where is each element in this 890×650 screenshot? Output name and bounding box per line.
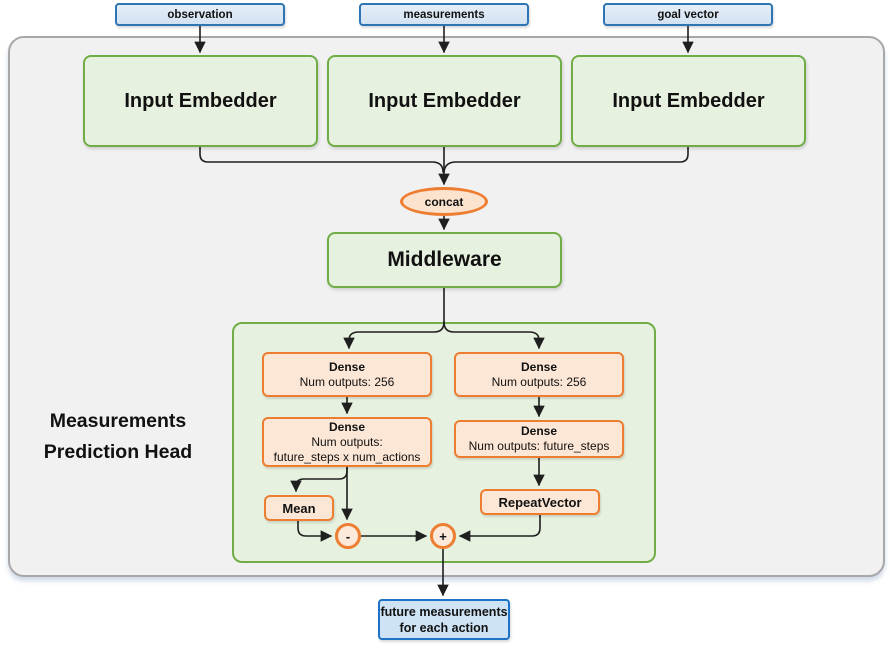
input-node-observation: observation — [115, 3, 285, 26]
output-node-future-measurements: future measurements for each action — [378, 599, 510, 640]
input-node-measurements-label: measurements — [403, 8, 485, 21]
dense-right-2-subtitle: Num outputs: future_steps — [468, 439, 610, 453]
dense-left-2-node: Dense Num outputs: future_steps x num_ac… — [262, 417, 432, 467]
prediction-head-title: Measurements Prediction Head — [18, 406, 218, 468]
input-embedder-3-label: Input Embedder — [612, 89, 765, 112]
input-node-measurements: measurements — [359, 3, 529, 26]
repeat-vector-node: RepeatVector — [480, 489, 600, 515]
output-label-line2: for each action — [399, 620, 489, 635]
prediction-head-title-line2: Prediction Head — [43, 441, 193, 463]
input-node-goal-vector-label: goal vector — [657, 8, 719, 21]
output-label-line1: future measurements — [380, 604, 508, 619]
dense-left-2-subtitle-line1: Num outputs: — [311, 434, 383, 449]
dense-left-1-node: Dense Num outputs: 256 — [262, 352, 432, 397]
input-embedder-2-label: Input Embedder — [368, 89, 521, 112]
dense-left-1-title: Dense — [328, 359, 366, 374]
mean-label: Mean — [282, 500, 316, 516]
dense-left-2-title: Dense — [328, 419, 366, 434]
dense-right-2-node: Dense Num outputs: future_steps — [454, 420, 624, 458]
concat-label: concat — [424, 194, 464, 209]
add-op-label: + — [439, 528, 447, 544]
dense-right-1-title: Dense — [520, 359, 558, 374]
dense-left-1-subtitle: Num outputs: 256 — [299, 374, 395, 389]
input-embedder-node-2: Input Embedder — [327, 55, 562, 147]
dense-left-2-subtitle-line2: future_steps x num_actions — [273, 449, 421, 464]
concat-node: concat — [400, 187, 488, 216]
mean-node: Mean — [264, 495, 334, 521]
prediction-head-title-line1: Measurements — [49, 410, 187, 432]
dense-right-2-title: Dense — [520, 424, 558, 438]
dense-right-1-node: Dense Num outputs: 256 — [454, 352, 624, 397]
repeat-vector-label: RepeatVector — [498, 494, 582, 510]
middleware-label: Middleware — [387, 248, 502, 271]
input-node-observation-label: observation — [167, 8, 233, 21]
input-embedder-1-label: Input Embedder — [124, 89, 277, 112]
subtract-op-label: - — [345, 528, 351, 544]
add-op-node: + — [430, 523, 456, 549]
dense-right-1-subtitle: Num outputs: 256 — [491, 374, 587, 389]
subtract-op-node: - — [335, 523, 361, 549]
input-embedder-node-3: Input Embedder — [571, 55, 806, 147]
middleware-node: Middleware — [327, 232, 562, 288]
input-node-goal-vector: goal vector — [603, 3, 773, 26]
input-embedder-node-1: Input Embedder — [83, 55, 318, 147]
